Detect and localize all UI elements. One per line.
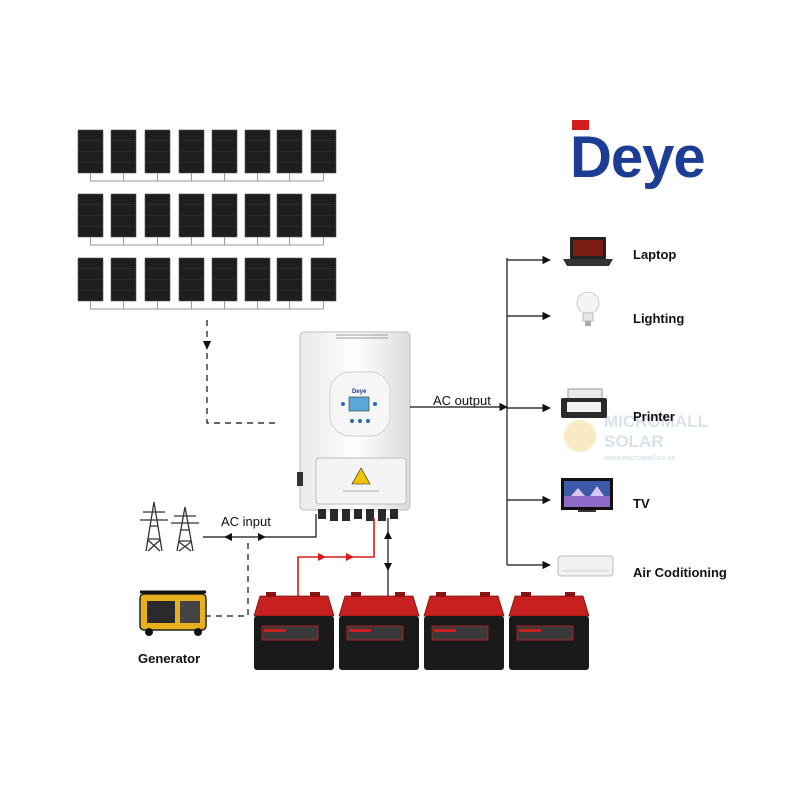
load-label-air-conditioning: Air Coditioning (633, 565, 727, 580)
load-label-laptop: Laptop (633, 247, 676, 262)
ac-output-label: AC output (433, 393, 491, 408)
load-laptop: Laptop (563, 237, 676, 266)
watermark-line1: MICROMALL (604, 412, 708, 431)
load-air-conditioning: Air Coditioning (557, 555, 727, 580)
power-pylon-icon (140, 501, 199, 552)
generator-label: Generator (138, 651, 200, 666)
battery-dc-positive (297, 518, 375, 600)
watermark: MICROMALL SOLAR www.micromall.co.nz (564, 412, 708, 462)
battery-bank (253, 592, 590, 670)
battery (338, 592, 420, 670)
battery (253, 592, 335, 670)
load-printer: Printer (561, 388, 675, 424)
battery (423, 592, 505, 670)
battery (508, 592, 590, 670)
logo-text: Deye (570, 125, 705, 190)
tv-icon (561, 478, 613, 512)
watermark-line3: www.micromall.co.nz (603, 455, 675, 462)
pv-dc-line (206, 320, 275, 424)
printer-icon (561, 388, 607, 418)
load-label-lighting: Lighting (633, 311, 684, 326)
load-tv: TV (561, 478, 650, 512)
load-lighting: Lighting (576, 291, 684, 326)
load-label-tv: TV (633, 496, 650, 511)
generator-icon (139, 590, 207, 636)
light-bulb-icon (576, 291, 600, 326)
hybrid-inverter: Deye (297, 331, 411, 521)
air-conditioner-icon (557, 555, 614, 577)
logo-accent (572, 120, 589, 130)
svg-text:Deye: Deye (352, 389, 367, 395)
solar-array (77, 129, 337, 310)
generator-line (205, 541, 249, 617)
ac-input-line (203, 514, 317, 538)
load-label-printer: Printer (633, 409, 675, 424)
ac-input-label: AC input (221, 514, 271, 529)
deye-logo: Deye (570, 120, 706, 190)
laptop-icon (563, 237, 613, 266)
watermark-line2: SOLAR (604, 432, 664, 451)
